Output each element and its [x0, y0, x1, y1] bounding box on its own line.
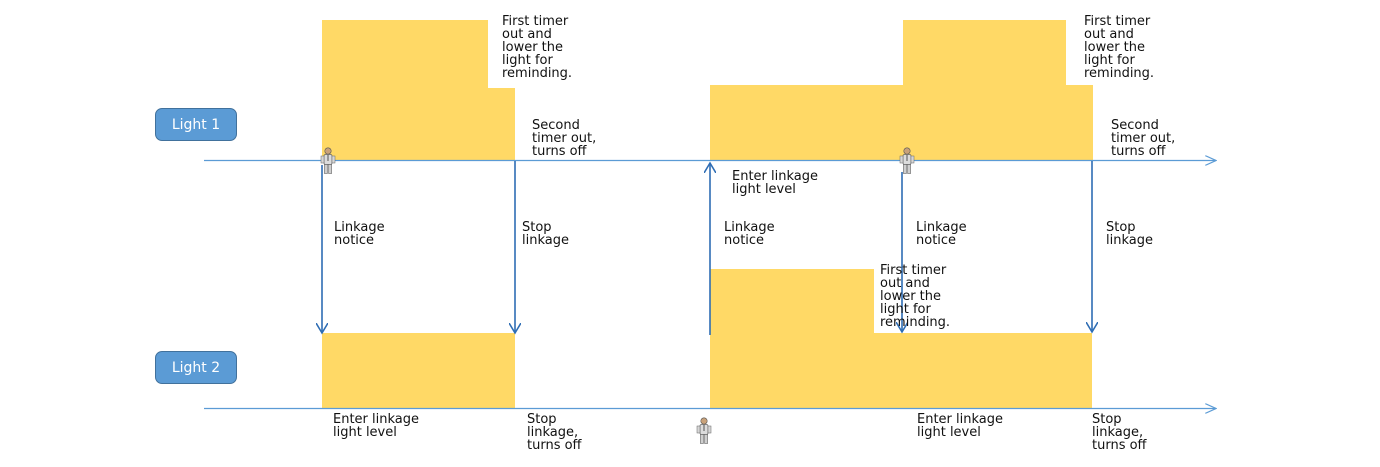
label-enter-linkage-top: Enter linkage light level [732, 169, 819, 197]
linkage-arrows [322, 161, 1092, 335]
light1-tag: Light 1 [155, 108, 237, 141]
label-enter-linkage-2: Enter linkage light level [917, 412, 1004, 440]
label-stop-turns-off-2: Stop linkage, turns off [1092, 412, 1147, 453]
label-first-timer-3: First timer out and lower the light for … [880, 263, 951, 330]
label-second-timer-2: Second timer out, turns off [1111, 118, 1176, 159]
label-stop-turns-off-1: Stop linkage, turns off [527, 412, 582, 453]
label-stop-linkage-2: Stop linkage [1106, 220, 1153, 248]
label-linkage-notice-2: Linkage notice [724, 220, 775, 248]
label-first-timer-1: First timer out and lower the light for … [502, 14, 573, 81]
label-stop-linkage-1: Stop linkage [522, 220, 569, 248]
label-enter-linkage-1: Enter linkage light level [333, 412, 420, 440]
light2-tag: Light 2 [155, 351, 237, 384]
label-first-timer-2: First timer out and lower the light for … [1084, 14, 1155, 81]
person-icon [696, 417, 712, 444]
light2-level-blocks [322, 269, 1092, 409]
label-linkage-notice-3: Linkage notice [916, 220, 967, 248]
light1-level-blocks [322, 20, 1093, 161]
label-linkage-notice-1: Linkage notice [334, 220, 385, 248]
label-second-timer-1: Second timer out, turns off [532, 118, 597, 159]
